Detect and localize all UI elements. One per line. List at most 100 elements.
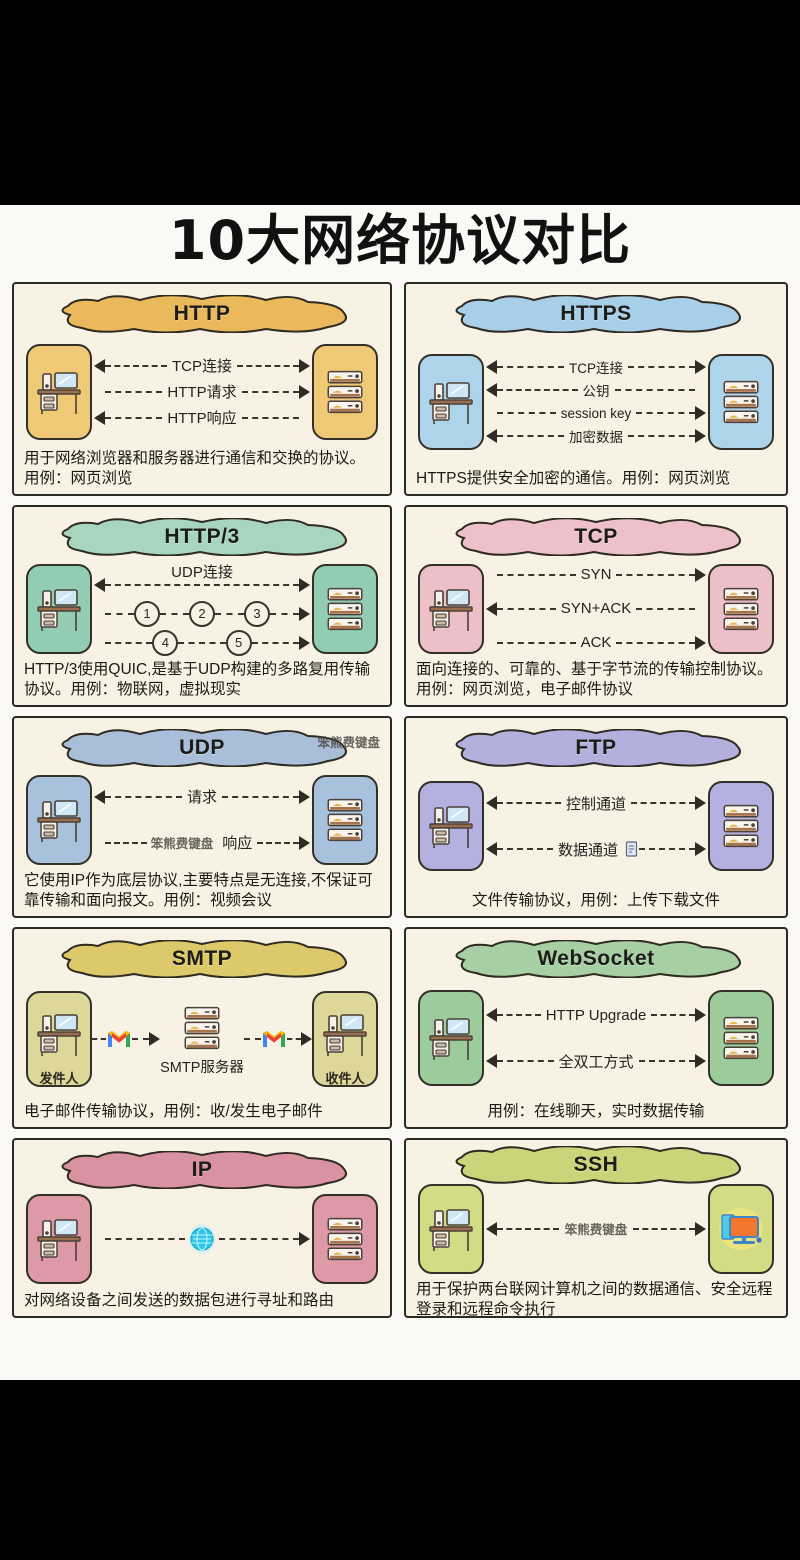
desktop-computer-icon bbox=[37, 1219, 81, 1262]
protocol-card-tcp: TCP SYN SYN+ACK ACK 面向连接的、可靠的、基于字节流的传输控制… bbox=[404, 504, 788, 707]
card-caption: 它使用IP作为底层协议,主要特点是无连接,不保证可靠传输和面向报文。用例：视频会… bbox=[24, 872, 373, 909]
flow-row bbox=[94, 575, 310, 595]
arrow-right-icon bbox=[149, 1032, 161, 1047]
flow-label: session key bbox=[560, 405, 632, 421]
flow-list bbox=[92, 1224, 312, 1255]
arrow-right-icon bbox=[695, 796, 707, 811]
cloud-shape-smtp: SMTP bbox=[52, 939, 352, 978]
flow-label: 数据通道 bbox=[558, 841, 619, 859]
flow-row: 数据通道 bbox=[486, 839, 707, 859]
gmail-icon bbox=[263, 1031, 285, 1048]
server-rack-icon bbox=[723, 805, 759, 848]
cloud-shape-http3: HTTP/3 bbox=[52, 517, 352, 556]
arrow-right-icon bbox=[695, 635, 706, 650]
flow-list: 请求 笨熊费键盘 响应 bbox=[92, 787, 312, 853]
protocol-card-websocket: WebSocket HTTP Upgrade 全双工方式 用例：在线聊天，实时数… bbox=[404, 926, 788, 1129]
protocol-name: HTTP/3 bbox=[164, 524, 240, 548]
server-rack-icon bbox=[327, 798, 363, 842]
cloud-banner: FTP bbox=[414, 724, 778, 772]
server-rack-icon bbox=[327, 370, 363, 414]
desktop-computer-icon bbox=[429, 806, 473, 849]
diagram: SYN SYN+ACK ACK bbox=[414, 561, 778, 657]
arrow-right-icon bbox=[695, 567, 706, 582]
flow-label: TCP连接 bbox=[172, 358, 233, 376]
server-node bbox=[312, 343, 378, 440]
smtp-server-label: SMTP服务器 bbox=[160, 1059, 244, 1076]
client-node bbox=[418, 990, 484, 1087]
protocol-card-ip: IP 对网络设备之间发送的数据包进行寻址和路由 bbox=[12, 1137, 392, 1318]
client-node bbox=[418, 563, 484, 654]
arrow-right-icon bbox=[301, 1032, 312, 1047]
cloud-shape-websocket: WebSocket bbox=[446, 939, 746, 978]
protocol-name: SMTP bbox=[171, 946, 233, 970]
connection-label: UDP连接 bbox=[171, 563, 233, 581]
flow-label: ACK bbox=[580, 634, 612, 652]
protocol-card-ssh: SSH 笨熊费键盘 用于保护两台联网计算机之间的数据通信 bbox=[404, 1137, 788, 1318]
client-node bbox=[26, 1194, 92, 1285]
diagram: 请求 笨熊费键盘 响应 bbox=[22, 772, 382, 868]
step-number: 4 bbox=[152, 629, 179, 656]
protocol-name: WebSocket bbox=[537, 946, 655, 970]
flow-label: HTTP Upgrade bbox=[545, 1006, 647, 1024]
flow-label: 控制通道 bbox=[566, 795, 627, 813]
arrow-left-icon bbox=[94, 410, 105, 425]
flow-label: 加密数据 bbox=[569, 430, 623, 446]
protocol-name: FTP bbox=[575, 735, 617, 759]
flow-row: 全双工方式 bbox=[486, 1051, 707, 1071]
arrow-right-icon bbox=[695, 842, 707, 857]
flow-row: 公钥 bbox=[486, 382, 706, 399]
arrow-right-icon bbox=[299, 1232, 310, 1247]
desktop-computer-icon bbox=[429, 381, 473, 424]
flow-row: SYN+ACK bbox=[486, 599, 706, 619]
diagram: TCP连接 公钥 session key 加密数据 bbox=[414, 338, 778, 466]
arrow-left-icon bbox=[486, 1054, 497, 1069]
monitor-screen-icon bbox=[719, 1207, 763, 1250]
globe-icon bbox=[189, 1224, 215, 1255]
step-number: 1 bbox=[134, 600, 160, 627]
diagram bbox=[22, 1194, 382, 1285]
arrow-left-icon bbox=[486, 601, 497, 616]
diagram: 控制通道 数据通道 bbox=[414, 772, 778, 881]
flow-row: TCP连接 bbox=[486, 359, 706, 376]
cloud-shape-https: HTTPS bbox=[446, 294, 746, 333]
protocol-grid: HTTP TCP连接 HTTP请求 HTTP响应 用于网络浏览器和服务器进行通信… bbox=[12, 281, 788, 1318]
cloud-banner: SMTP bbox=[22, 935, 382, 983]
server-rack-icon bbox=[723, 380, 759, 423]
flow-label: 全双工方式 bbox=[558, 1053, 634, 1071]
flow-row: 加密数据 bbox=[486, 428, 706, 445]
protocol-name: HTTP bbox=[173, 301, 231, 325]
server-node bbox=[708, 563, 774, 654]
watermark-text: 笨熊费键盘 bbox=[150, 837, 214, 852]
card-caption: 文件传输协议，用例：上传下载文件 bbox=[471, 891, 720, 909]
flow-row: HTTP Upgrade bbox=[486, 1005, 707, 1025]
arrow-left-icon bbox=[94, 789, 105, 804]
flow-label: 公钥 bbox=[582, 384, 610, 400]
flow-row: TCP连接 bbox=[94, 356, 311, 376]
desktop-computer-icon bbox=[429, 589, 473, 631]
flow-label: SYN bbox=[580, 566, 612, 584]
flow-label: SYN+ACK bbox=[560, 600, 632, 618]
desktop-computer-icon bbox=[37, 800, 81, 842]
client-node bbox=[26, 343, 92, 440]
receiver-node: 收件人 bbox=[312, 991, 378, 1088]
flow-row: SYN bbox=[486, 565, 706, 585]
arrow-right-icon bbox=[299, 606, 310, 621]
server-rack-icon bbox=[723, 1017, 759, 1060]
arrow-right-icon bbox=[695, 1054, 707, 1069]
protocol-card-udp: 笨熊费键盘 UDP 请求 笨熊费键盘 响应 bbox=[12, 715, 392, 918]
flow-list: 笨熊费键盘 bbox=[484, 1219, 708, 1239]
protocol-card-http: HTTP TCP连接 HTTP请求 HTTP响应 用于网络浏览器和服务器进行通信… bbox=[12, 281, 392, 496]
flow-list: TCP连接 公钥 session key 加密数据 bbox=[484, 359, 708, 445]
card-caption: HTTPS提供安全加密的通信。用例：网页浏览 bbox=[416, 469, 731, 487]
cloud-shape-http: HTTP bbox=[52, 294, 352, 333]
arrow-right-icon bbox=[299, 358, 311, 373]
card-caption: 电子邮件传输协议，用例：收/发生电子邮件 bbox=[24, 1102, 323, 1120]
arrow-left-icon bbox=[486, 383, 497, 398]
arrow-right-icon bbox=[695, 1008, 707, 1023]
arrow-right-icon bbox=[695, 429, 706, 444]
diagram: TCP连接 HTTP请求 HTTP响应 bbox=[22, 338, 382, 446]
flow-row: HTTP响应 bbox=[94, 408, 310, 428]
arrow-left-icon bbox=[94, 577, 105, 592]
